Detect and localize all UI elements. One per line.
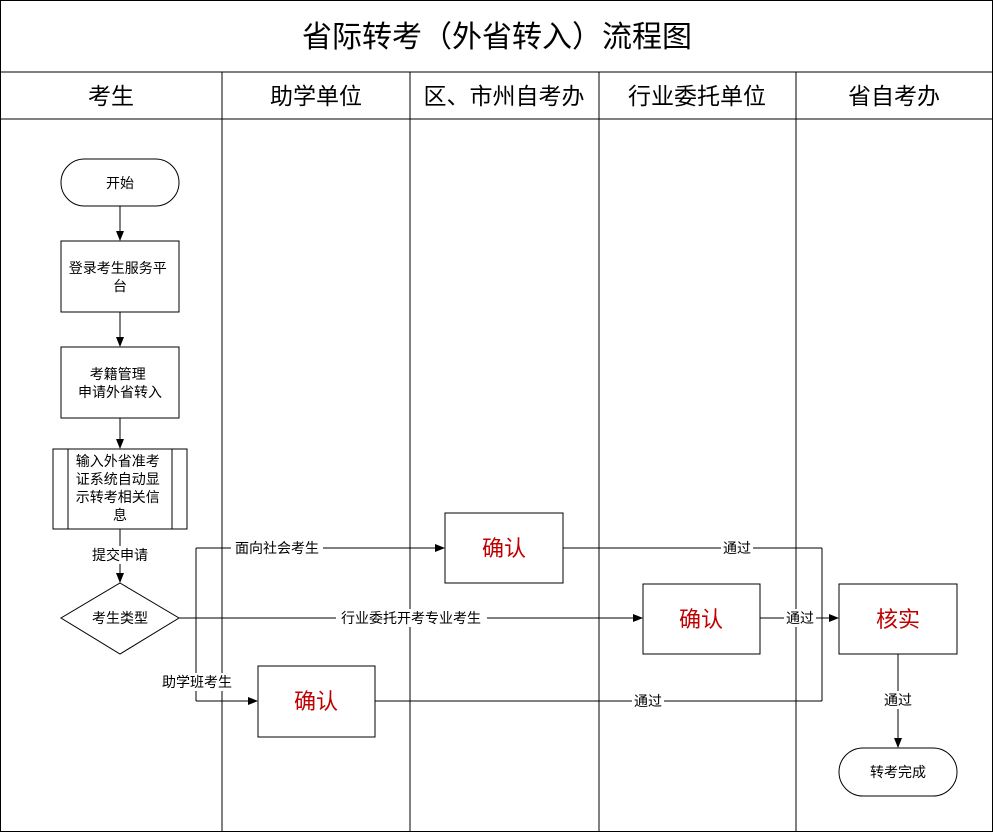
industry-confirm-label: 确认 [679, 608, 723, 633]
end-terminal [838, 747, 958, 797]
start-terminal [60, 158, 180, 207]
edge-label-assist: 助学班考生 [162, 675, 232, 691]
industry-confirm-box [642, 583, 761, 655]
start-terminal-label: 开始 [106, 176, 134, 192]
lane-header-industry-unit: 行业委托单位 [628, 84, 766, 110]
apply-line-1: 考籍管理 [90, 366, 146, 383]
social-label-background [231, 539, 323, 557]
assist-confirm-label: 确认 [294, 690, 338, 715]
edge-label-submit: 提交申请 [92, 547, 148, 564]
login-process-label: 登录考生服务平 台 [69, 261, 171, 295]
apply-process-label: 考籍管理 申请外省转入 [78, 366, 162, 401]
industry-pass-label-background [784, 609, 816, 627]
industry-label-background [336, 609, 487, 627]
lane-header-provincial-office: 省自考办 [848, 84, 940, 110]
input-line-3: 示转考相关信 [76, 490, 160, 506]
login-line-2: 台 [113, 279, 127, 295]
edge-label-verify-pass: 通过 [884, 693, 912, 709]
apply-process [60, 346, 180, 419]
submit-label-background [89, 546, 151, 564]
login-line-1: 登录考生服务平 [69, 261, 167, 277]
lane-header-assist-unit: 助学单位 [270, 84, 362, 110]
diagram-title: 省际转考（外省转入）流程图 [302, 20, 692, 55]
edge-label-industry: 行业委托开考专业考生 [341, 611, 481, 627]
candidate-type-decision [60, 582, 180, 655]
assist-confirm-box [257, 665, 376, 738]
input-line-1: 输入外省准考 [76, 454, 160, 470]
lane-header-candidate: 考生 [88, 84, 134, 110]
lane-header-district-office: 区、市州自考办 [424, 84, 585, 110]
input-line-4: 息 [113, 507, 127, 524]
edge-label-assist-pass: 通过 [634, 694, 662, 710]
candidate-type-decision-label: 考生类型 [92, 611, 148, 627]
login-process [60, 240, 180, 313]
input-process-label: 输入外省准考 证系统自动显 示转考相关信 息 [76, 454, 164, 524]
district-confirm-box [444, 512, 564, 584]
provincial-verify-box [838, 583, 958, 655]
edge-label-district-pass: 通过 [723, 541, 751, 557]
input-predefined-process [52, 448, 188, 530]
end-terminal-label: 转考完成 [870, 765, 926, 781]
input-line-2: 证系统自动显 [76, 472, 160, 488]
district-confirm-label: 确认 [482, 537, 526, 562]
assist-label-background [159, 673, 235, 691]
district-pass-label-background [721, 539, 753, 557]
assist-pass-label-background [632, 692, 664, 710]
apply-line-2: 申请外省转入 [78, 385, 162, 401]
verify-pass-label-background [882, 691, 914, 709]
provincial-verify-label: 核实 [876, 608, 920, 633]
edge-label-social: 面向社会考生 [235, 541, 319, 557]
edge-label-industry-pass: 通过 [786, 611, 814, 627]
